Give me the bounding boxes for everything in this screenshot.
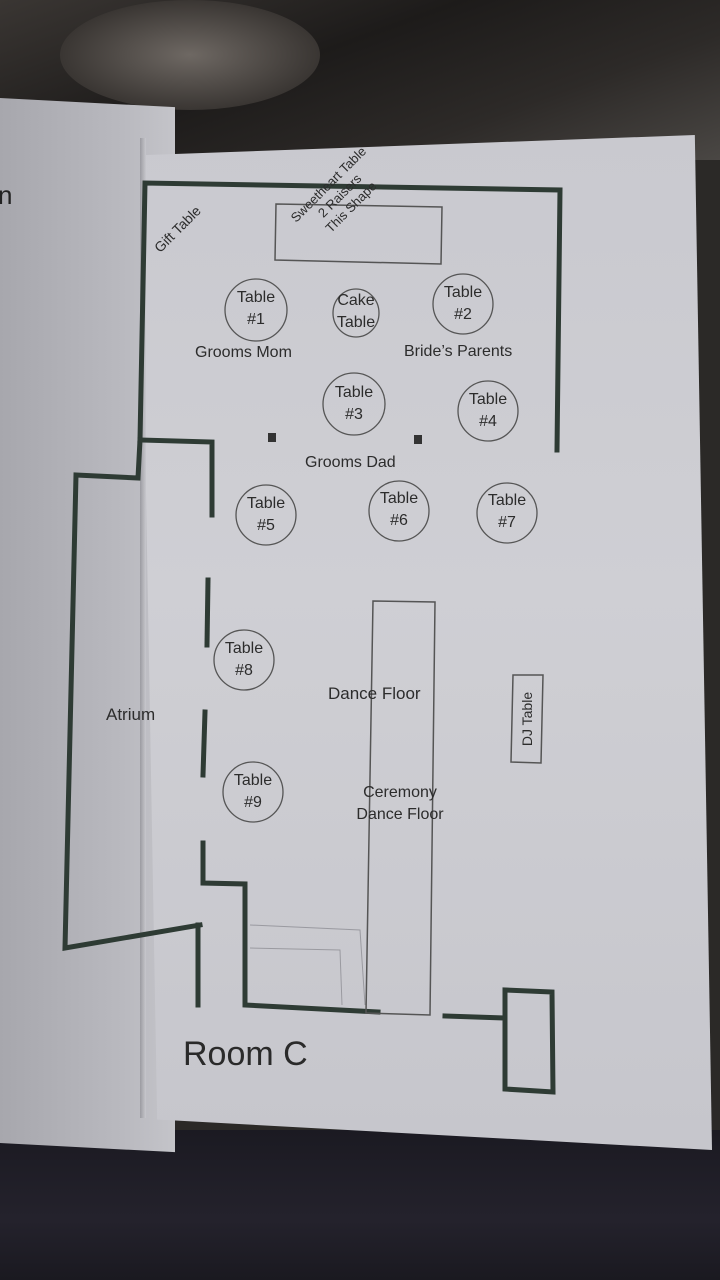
table-6-word: Table: [379, 490, 419, 507]
table-6-circle: [368, 480, 430, 542]
table-9-word: Table: [233, 772, 273, 789]
table-7-label: Table #7: [472, 490, 542, 534]
table-3-number: #3: [345, 406, 363, 423]
cake-table-label: Cake Table: [321, 290, 391, 334]
grooms-dad-label: Grooms Dad: [305, 454, 396, 471]
dance-floor-rect: [365, 600, 436, 1016]
table-3-word: Table: [334, 384, 374, 401]
table-1-number: #1: [247, 311, 265, 328]
ceremony-line-1: Ceremony: [363, 784, 437, 801]
table-3-circle: [322, 372, 386, 436]
dance-floor-label: Dance Floor: [328, 684, 421, 703]
wall-left-segment-2: [200, 709, 208, 778]
wall-left-upper: [137, 437, 215, 518]
table-8-label: Table #8: [209, 638, 279, 682]
wall-lower-left: [200, 840, 381, 1015]
table-2-label: Table #2: [428, 282, 498, 326]
paper-floor-plan-panel: [140, 135, 712, 1150]
photo-background-object: [60, 0, 320, 110]
pillar-right: [414, 435, 422, 444]
grooms-mom-label: Grooms Mom: [195, 344, 292, 361]
table-5-circle: [235, 484, 297, 546]
photo-background-bottom: [0, 1130, 720, 1280]
table-5-word: Table: [246, 495, 286, 512]
table-6-number: #6: [390, 512, 408, 529]
table-8-word: Table: [224, 640, 264, 657]
table-8-circle: [213, 629, 275, 691]
dj-table-label: DJ Table: [519, 691, 535, 747]
pillar-left: [268, 433, 276, 442]
cake-line-1: Cake: [337, 292, 375, 309]
dj-table-box: [510, 674, 544, 764]
table-7-number: #7: [498, 514, 516, 531]
faint-lower-room: [249, 924, 366, 1006]
ceremony-dance-floor-label: Ceremony Dance Floor: [350, 782, 450, 826]
cut-off-letter: n: [0, 180, 13, 210]
table-7-circle: [476, 482, 538, 544]
ceremony-line-2: Dance Floor: [356, 806, 444, 823]
table-2-word: Table: [443, 284, 483, 301]
table-2-number: #2: [454, 306, 472, 323]
sweetheart-table-box: [274, 203, 443, 265]
paper-fold: [140, 138, 146, 1118]
wall-atrium-outer: [62, 437, 203, 951]
table-7-word: Table: [487, 492, 527, 509]
faint-lower-room-inner: [249, 947, 343, 1006]
table-4-number: #4: [479, 413, 497, 430]
table-9-circle: [222, 761, 284, 823]
table-1-circle: [224, 278, 288, 342]
atrium-label: Atrium: [106, 705, 156, 724]
wall-left-segment-1: [204, 577, 211, 648]
wall-top: [137, 180, 563, 453]
cake-line-2: Table: [336, 314, 376, 331]
table-1-word: Table: [236, 289, 276, 306]
brides-parents-label: Bride’s Parents: [404, 343, 513, 360]
table-8-number: #8: [235, 662, 253, 679]
cake-table-circle: [332, 288, 380, 338]
room-title: Room C: [183, 1035, 308, 1073]
table-4-label: Table #4: [453, 389, 523, 433]
table-5-label: Table #5: [231, 493, 301, 537]
table-2-circle: [432, 273, 494, 335]
table-4-circle: [457, 380, 519, 442]
table-4-word: Table: [468, 391, 508, 408]
table-9-label: Table #9: [218, 770, 288, 814]
table-6-label: Table #6: [364, 488, 434, 532]
table-1-label: Table #1: [221, 287, 291, 331]
table-3-label: Table #3: [319, 382, 389, 426]
wall-lower-right: [442, 987, 556, 1095]
table-5-number: #5: [257, 517, 275, 534]
table-9-number: #9: [244, 794, 262, 811]
